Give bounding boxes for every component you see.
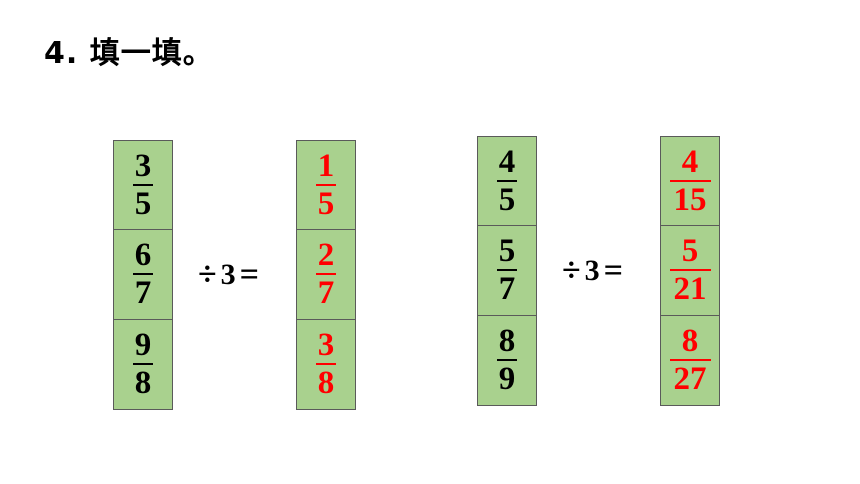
- answer-cell: 3 8: [296, 320, 356, 410]
- denominator: 15: [669, 179, 711, 217]
- numerator: 5: [498, 233, 516, 269]
- denominator: 21: [669, 269, 711, 306]
- fraction: 5 7: [496, 233, 518, 307]
- fraction-cell: 8 9: [477, 316, 537, 406]
- numerator: 3: [317, 327, 335, 363]
- answer-fraction: 2 7: [315, 237, 337, 311]
- denominator: 8: [132, 363, 154, 401]
- denominator: 7: [315, 273, 337, 311]
- fraction-cell: 9 8: [113, 320, 173, 410]
- given-column-1: 3 5 6 7 9 8: [113, 140, 173, 410]
- fraction-cell: 6 7: [113, 230, 173, 320]
- numerator: 6: [134, 237, 152, 273]
- equals-sign: =: [239, 256, 260, 293]
- divisor: 3: [584, 254, 600, 287]
- numerator: 8: [681, 323, 699, 359]
- denominator: 5: [315, 183, 337, 222]
- denominator: 27: [669, 359, 711, 396]
- fraction: 4 5: [496, 143, 518, 218]
- operator-expression-2: ÷ 3 =: [562, 252, 623, 290]
- answer-cell: 5 21: [660, 226, 720, 316]
- operator-expression-1: ÷ 3 =: [198, 256, 259, 294]
- numerator: 3: [134, 147, 152, 184]
- fraction-cell: 5 7: [477, 226, 537, 316]
- fraction: 6 7: [132, 237, 154, 311]
- fraction-cell: 3 5: [113, 140, 173, 230]
- denominator: 5: [132, 183, 154, 222]
- fraction: 8 9: [496, 323, 518, 397]
- numerator: 4: [681, 143, 699, 180]
- fraction-cell: 4 5: [477, 136, 537, 226]
- answer-fraction: 1 5: [315, 147, 337, 222]
- answer-cell: 4 15: [660, 136, 720, 226]
- answer-cell: 1 5: [296, 140, 356, 230]
- numerator: 5: [681, 233, 699, 269]
- answer-cell: 2 7: [296, 230, 356, 320]
- answer-fraction: 4 15: [669, 143, 711, 217]
- numerator: 1: [317, 147, 335, 184]
- answer-fraction: 8 27: [669, 323, 711, 396]
- given-column-2: 4 5 5 7 8 9: [477, 136, 537, 406]
- numerator: 8: [498, 323, 516, 359]
- numerator: 2: [317, 237, 335, 273]
- numerator: 9: [134, 327, 152, 363]
- answer-cell: 8 27: [660, 316, 720, 406]
- denominator: 8: [315, 363, 337, 401]
- divide-sign: ÷: [562, 252, 581, 289]
- divisor: 3: [220, 258, 236, 291]
- exercise-title: 4. 填一填。: [44, 36, 214, 71]
- answer-column-1: 1 5 2 7 3 8: [296, 140, 356, 410]
- denominator: 5: [496, 179, 518, 218]
- denominator: 7: [132, 273, 154, 311]
- answer-column-2: 4 15 5 21 8 27: [660, 136, 720, 406]
- divide-sign: ÷: [198, 256, 217, 293]
- answer-fraction: 3 8: [315, 327, 337, 401]
- denominator: 9: [496, 359, 518, 397]
- fraction: 9 8: [132, 327, 154, 401]
- fraction: 3 5: [132, 147, 154, 222]
- answer-fraction: 5 21: [669, 233, 711, 306]
- equals-sign: =: [603, 252, 624, 289]
- denominator: 7: [496, 269, 518, 307]
- numerator: 4: [498, 143, 516, 180]
